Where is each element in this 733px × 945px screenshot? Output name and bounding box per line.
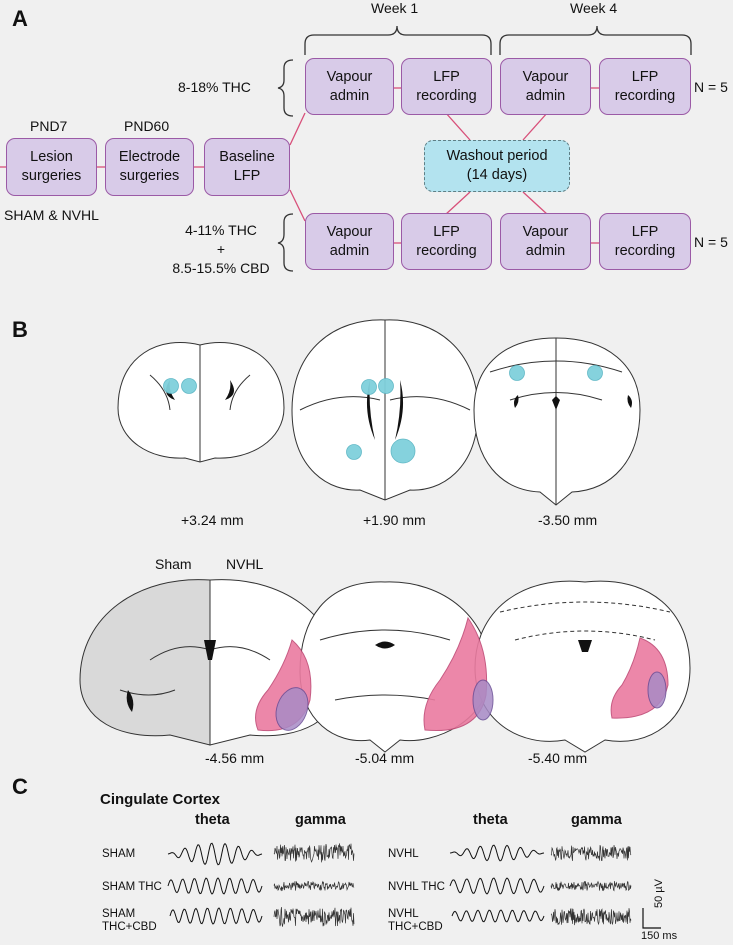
lesion-area-504 (423, 616, 488, 732)
coord-label-1: +3.24 mm (181, 512, 244, 528)
lfp-recording-box-w1-mix: LFP recording (401, 213, 492, 270)
n-thc-cbd-label: N = 5 (694, 234, 728, 250)
scale-bar (642, 908, 661, 929)
week-4-label: Week 4 (570, 0, 618, 16)
gamma-header-right: gamma (571, 812, 622, 828)
trace-row-label-nvhl: NVHL (388, 848, 419, 860)
week-1-label: Week 1 (371, 0, 419, 16)
washout-period-box: Washout period (14 days) (424, 140, 570, 192)
coord-label-5: -5.04 mm (355, 750, 415, 766)
pnd7-label: PND7 (30, 118, 68, 134)
section-4-sham-half (79, 579, 211, 746)
theta-trace-sham-thc (167, 877, 263, 895)
vapour-admin-box-w1-mix: Vapour admin (305, 213, 394, 270)
theta-header-right: theta (473, 812, 508, 828)
trace-row-label-nvhl-thc: NVHL THC (388, 881, 445, 893)
trace-row-label-sham: SHAM (102, 848, 136, 860)
coord-label-4: -4.56 mm (205, 750, 265, 766)
gamma-trace-sham (273, 843, 355, 863)
coord-label-2: +1.90 mm (363, 512, 426, 528)
gamma-trace-nvhl-thc (550, 880, 632, 892)
gamma-trace-sham-thc (273, 880, 355, 892)
baseline-lfp-box: Baseline LFP (204, 138, 290, 196)
theta-trace-nvhl (449, 844, 545, 862)
vapour-admin-box-w1-thc: Vapour admin (305, 58, 394, 115)
sham-label: Sham (155, 556, 192, 572)
nvhl-label: NVHL (226, 556, 264, 572)
theta-trace-nvhl-thc-cbd (451, 909, 545, 923)
gamma-header-left: gamma (295, 812, 346, 828)
trace-row-label-sham-thc-cbd: SHAM THC+CBD (102, 908, 157, 933)
electrode-area-504 (472, 679, 494, 721)
lfp-recording-box-w1-thc: LFP recording (401, 58, 492, 115)
electrode-area-540 (647, 671, 667, 709)
groups-label: SHAM & NVHL (4, 207, 99, 223)
pnd60-label: PND60 (124, 118, 170, 134)
gamma-trace-sham-thc-cbd (273, 907, 355, 927)
panel-a-letter: A (12, 6, 28, 31)
gamma-trace-nvhl-thc-cbd (550, 908, 632, 926)
electrode-area-456 (275, 687, 309, 731)
lfp-recording-box-w4-thc: LFP recording (599, 58, 691, 115)
thc-cbd-group-label: 4-11% THC + 8.5-15.5% CBD (172, 222, 270, 276)
trace-row-label-sham-thc: SHAM THC (102, 881, 162, 893)
coord-label-3: -3.50 mm (538, 512, 598, 528)
scale-bar-voltage-label: 50 µV (653, 879, 665, 908)
panel-c-letter: C (12, 774, 28, 799)
theta-header-left: theta (195, 812, 230, 828)
trace-row-label-nvhl-thc-cbd: NVHL THC+CBD (388, 908, 443, 933)
gamma-trace-nvhl (550, 844, 632, 862)
thc-group-label: 8-18% THC (178, 79, 251, 95)
scale-bar-time-label: 150 ms (641, 930, 678, 942)
vapour-admin-box-w4-mix: Vapour admin (500, 213, 591, 270)
panel-b-letter: B (12, 317, 28, 342)
theta-trace-sham (167, 842, 263, 866)
lfp-recording-box-w4-mix: LFP recording (599, 213, 691, 270)
n-thc-label: N = 5 (694, 79, 728, 95)
lesion-surgeries-box: Lesion surgeries (6, 138, 97, 196)
electrode-surgeries-box: Electrode surgeries (105, 138, 194, 196)
cingulate-cortex-title: Cingulate Cortex (100, 791, 221, 808)
theta-trace-sham-thc-cbd (169, 907, 263, 925)
vapour-admin-box-w4-thc: Vapour admin (500, 58, 591, 115)
coord-label-6: -5.40 mm (528, 750, 588, 766)
theta-trace-nvhl-thc (449, 877, 545, 895)
